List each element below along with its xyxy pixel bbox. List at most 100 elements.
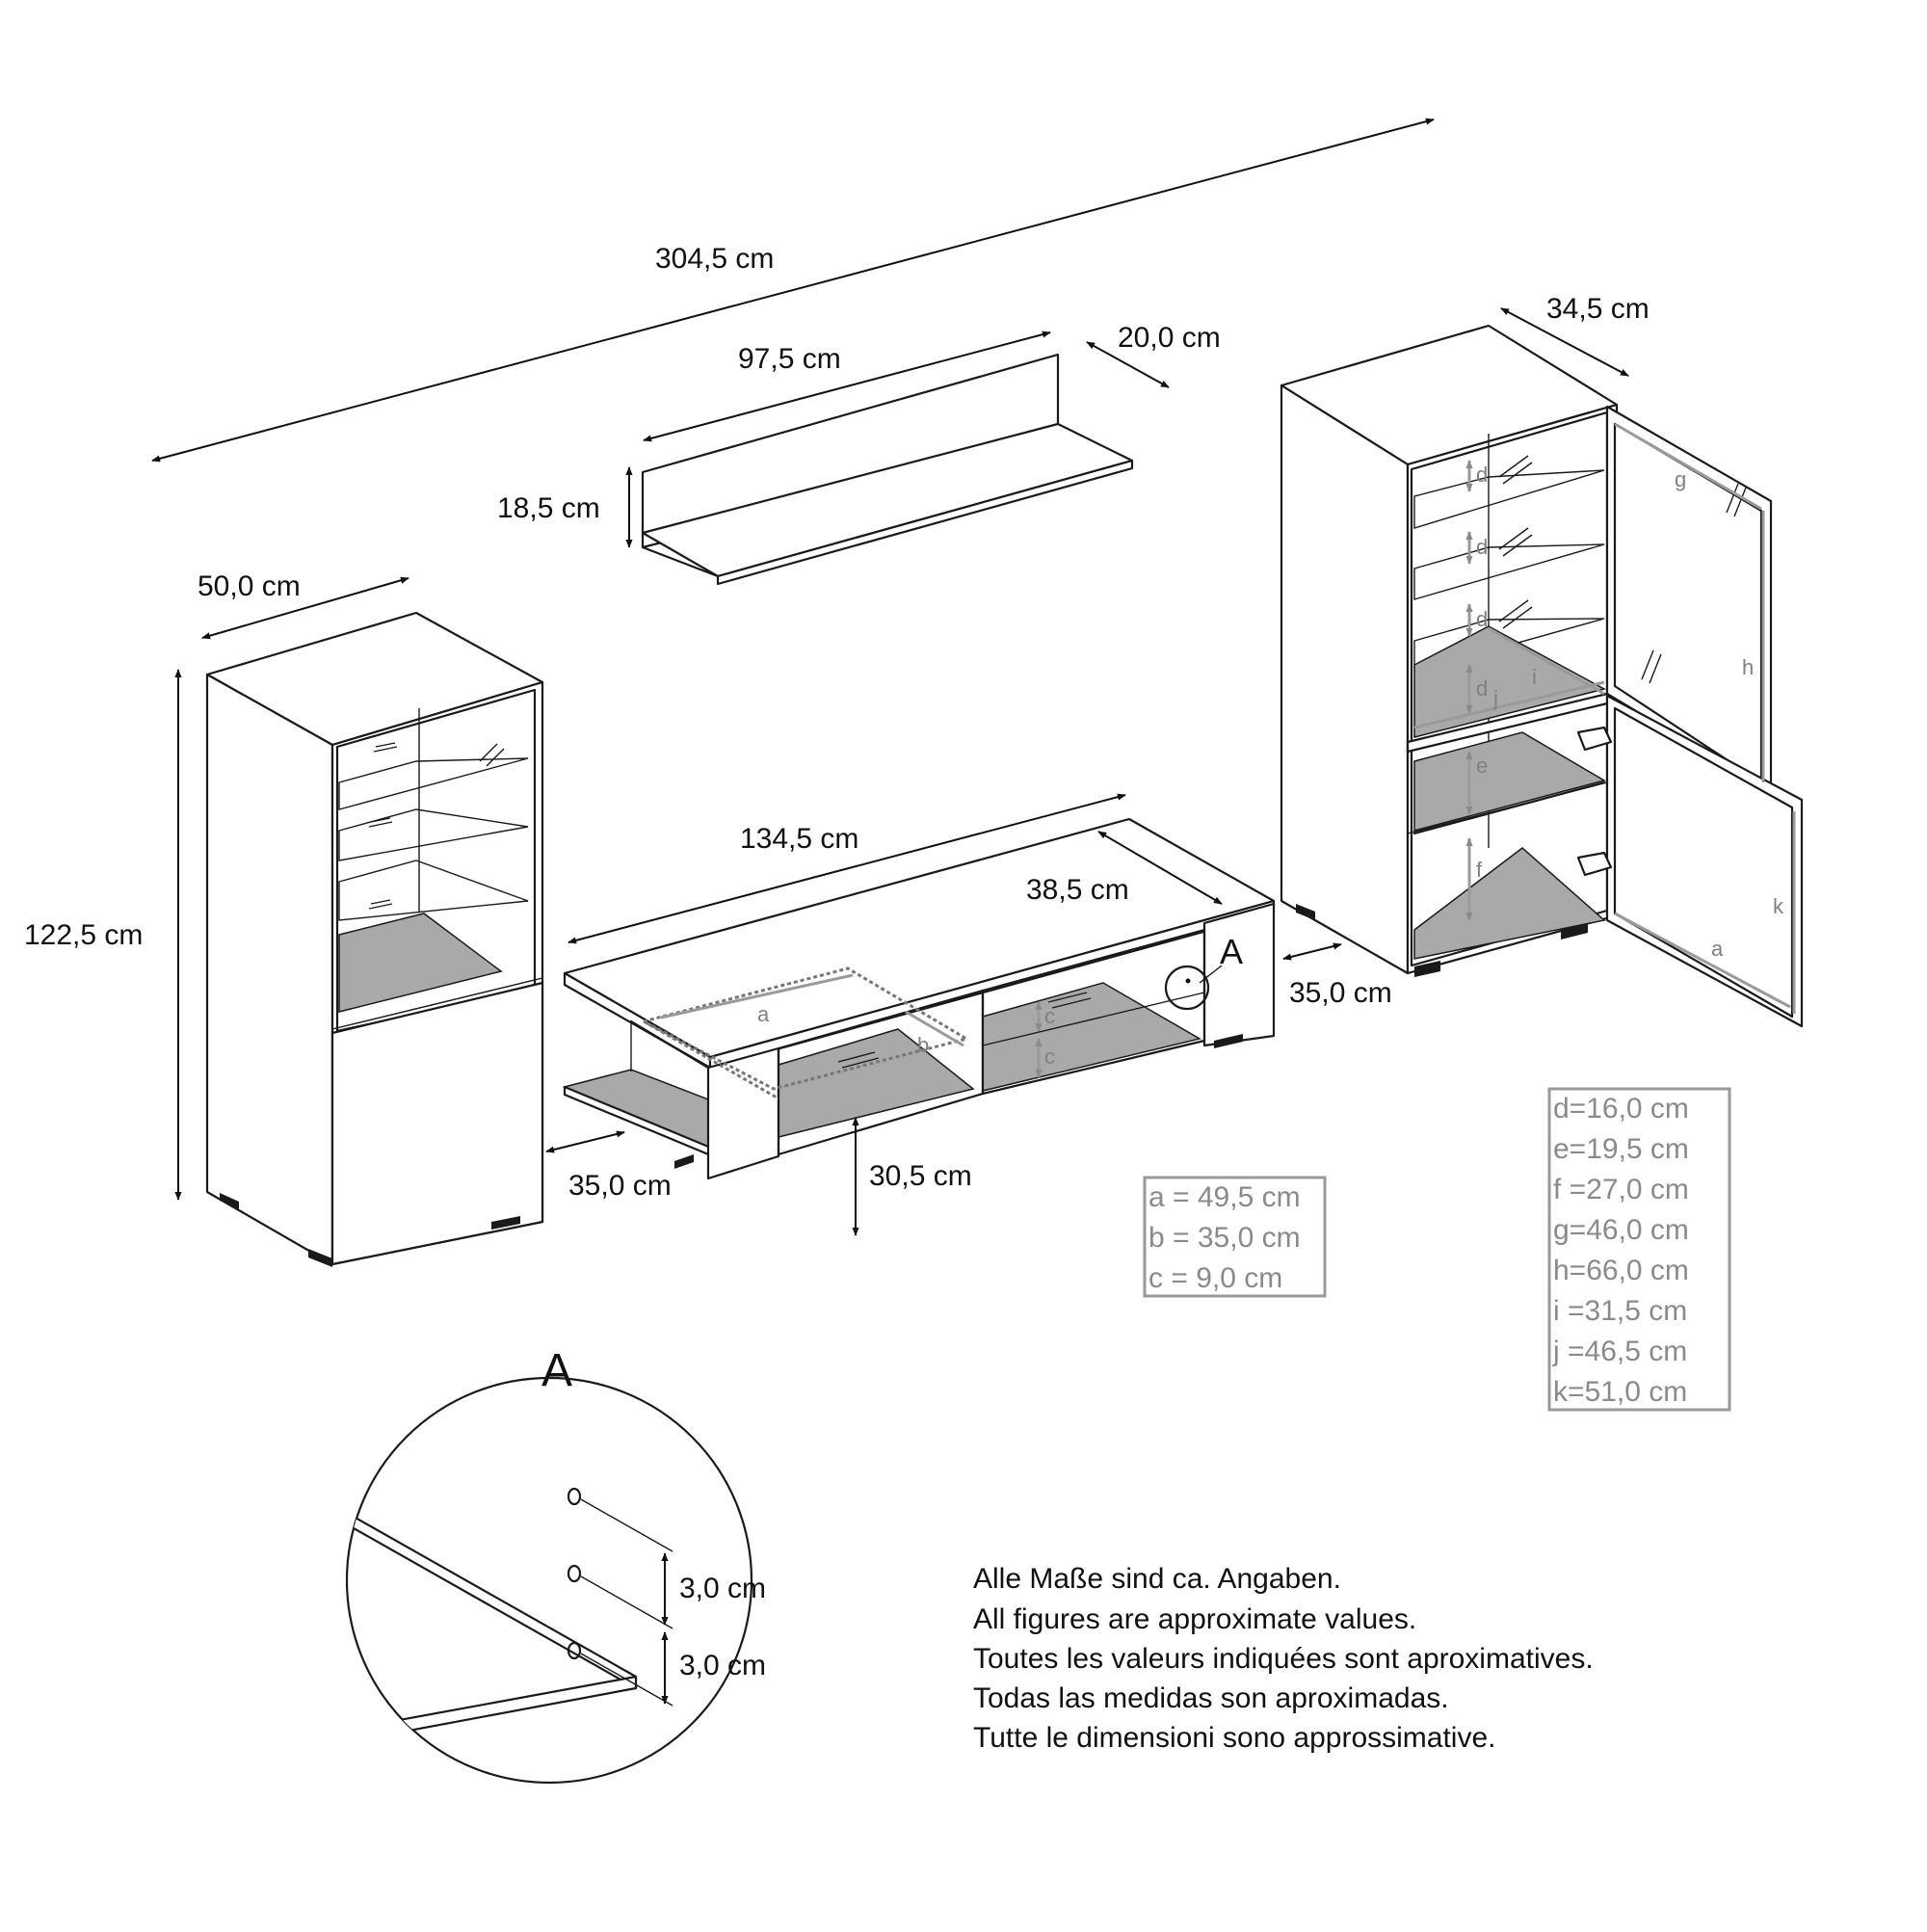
right-lower-door-inner bbox=[1613, 706, 1794, 1019]
left-cabinet-width-label: 50,0 cm bbox=[198, 570, 301, 602]
tv-dim-a-line bbox=[660, 973, 854, 1019]
right-hinge-lower bbox=[1576, 851, 1613, 877]
tv-width-arrow bbox=[568, 793, 1126, 944]
detail-leader-2 bbox=[580, 1575, 673, 1629]
tv-legend: a = 49,5 cm b = 35,0 cm c = 9,0 cm bbox=[1143, 1176, 1327, 1298]
wall-shelf: 97,5 cm 20,0 cm 18,5 cm bbox=[497, 322, 1221, 586]
detail-hole-2 bbox=[567, 1564, 582, 1583]
cabinet-legend-box bbox=[1547, 1087, 1731, 1412]
left-cabinet-side bbox=[205, 673, 334, 1266]
cab-letter-f: f bbox=[1476, 858, 1483, 882]
left-cabinet-foot-1 bbox=[220, 1193, 239, 1209]
left-glass-shelf-1 bbox=[338, 757, 529, 810]
right-hinge-upper bbox=[1576, 726, 1613, 752]
cabinet-legend-k: k=51,0 cm bbox=[1553, 1376, 1687, 1408]
right-glass-shelf-2 bbox=[1413, 543, 1605, 600]
tv-legend-a: a = 49,5 cm bbox=[1148, 1181, 1301, 1213]
cab-letter-h: h bbox=[1742, 655, 1754, 679]
right-glass-reflection-icon bbox=[1498, 455, 1533, 629]
dim-i-line bbox=[1488, 626, 1605, 696]
note-english: All figures are approximate values. bbox=[973, 1603, 1416, 1635]
detail-glass-top bbox=[347, 1511, 638, 1690]
right-glass-shelf-3 bbox=[1413, 618, 1605, 673]
right-lower-shelf bbox=[1413, 731, 1606, 832]
wall-shelf-edge bbox=[642, 545, 719, 578]
cabinet-legend-g: g=46,0 cm bbox=[1553, 1214, 1689, 1246]
tv-letter-b: b bbox=[917, 1033, 929, 1057]
overall-width-arrow bbox=[151, 118, 1435, 463]
tv-legend-c: c = 9,0 cm bbox=[1148, 1262, 1282, 1294]
detail-a-title: A bbox=[541, 1345, 572, 1396]
cabinet-legend-h: h=66,0 cm bbox=[1553, 1255, 1689, 1286]
tv-foot-2 bbox=[1214, 1034, 1243, 1048]
dim-a-door-line bbox=[1614, 912, 1791, 1009]
tv-width-label: 134,5 cm bbox=[740, 823, 858, 855]
right-lower-front bbox=[1407, 781, 1608, 834]
tv-drawer-side bbox=[643, 1019, 779, 1100]
cab-letter-a: a bbox=[1711, 937, 1724, 961]
cab-letter-d1: d bbox=[1476, 463, 1488, 487]
wall-shelf-front-edge bbox=[716, 459, 1134, 586]
cabinet-legend-j: j =46,5 cm bbox=[1552, 1336, 1687, 1367]
cabinet-legend-i: i =31,5 cm bbox=[1553, 1295, 1687, 1327]
tv-glass-reflection-icon bbox=[837, 992, 1092, 1069]
dim-g-line bbox=[1614, 422, 1762, 511]
detail-a-marker-dot bbox=[1185, 978, 1191, 984]
right-cabinet-side bbox=[1280, 384, 1410, 975]
cabinet-legend-f: f =27,0 cm bbox=[1553, 1174, 1689, 1205]
right-lower-edge bbox=[1412, 781, 1606, 835]
left-cabinet-door bbox=[330, 981, 544, 1266]
shelf-depth-arrow bbox=[1086, 341, 1170, 388]
right-gap-label: 35,0 cm bbox=[1289, 977, 1392, 1009]
shelf-height-label: 18,5 cm bbox=[497, 492, 600, 524]
tv-lowboard: a b c c A 134,5 cm 38,5 cm 30,5 cm 35,0 … bbox=[562, 793, 1392, 1236]
tv-depth-arrow bbox=[1097, 831, 1223, 905]
tv-letter-c2: c bbox=[1044, 1045, 1055, 1069]
shelf-width-label: 97,5 cm bbox=[738, 343, 841, 375]
detail-a-leader bbox=[1199, 965, 1223, 984]
right-bottom-shelf bbox=[1413, 847, 1606, 960]
detail-hole-1 bbox=[567, 1487, 582, 1506]
right-cabinet-foot-3 bbox=[1296, 904, 1315, 920]
left-gap-label: 35,0 cm bbox=[568, 1170, 672, 1202]
tv-left-back bbox=[629, 1019, 710, 1070]
detail-a-content bbox=[347, 1511, 638, 1744]
note-french: Toutes les valeurs indiquées sont aproxi… bbox=[973, 1643, 1594, 1675]
shelf-width-arrow bbox=[643, 331, 1051, 442]
note-italian: Tutte le dimensioni sono approssimative. bbox=[973, 1722, 1496, 1754]
left-cabinet-foot-2 bbox=[308, 1249, 332, 1267]
tv-legend-box bbox=[1143, 1176, 1327, 1298]
left-glass-door-reflection-icon bbox=[479, 743, 505, 767]
tv-foot-1 bbox=[674, 1154, 694, 1169]
cab-letter-j: j bbox=[1492, 686, 1498, 710]
tv-letter-c1: c bbox=[1044, 1004, 1055, 1028]
cab-letter-i: i bbox=[1532, 665, 1537, 689]
tv-right-compartment bbox=[981, 928, 1206, 1096]
cab-letter-d3: d bbox=[1476, 607, 1488, 631]
tv-height-label: 30,5 cm bbox=[869, 1160, 972, 1192]
right-cabinet-depth-arrow bbox=[1500, 307, 1629, 377]
left-cabinet-foot-3 bbox=[491, 1216, 520, 1230]
tv-glass-shelf bbox=[982, 992, 1205, 1046]
note-spanish: Todas las medidas son aproximadas. bbox=[973, 1682, 1449, 1714]
left-glass-shelf-2 bbox=[338, 808, 529, 861]
tv-right-shelf bbox=[982, 982, 1201, 1092]
overall-width-label: 304,5 cm bbox=[655, 243, 774, 275]
right-lower-door bbox=[1605, 694, 1804, 1028]
tv-right-side bbox=[1202, 902, 1276, 1047]
detail-a: A 3,0 cm 3,0 cm bbox=[345, 1345, 766, 1785]
right-cabinet: d d d d e f g h i j k a 34,5 cm bbox=[1280, 293, 1804, 1028]
cab-letter-d4: d bbox=[1476, 676, 1488, 701]
approximate-values-notes: Alle Maße sind ca. Angaben. All figures … bbox=[973, 1563, 1594, 1754]
right-door-glass-reflection-icon bbox=[1641, 483, 1747, 684]
right-cabinet-foot-2 bbox=[1561, 923, 1588, 940]
right-cabinet-depth-label: 34,5 cm bbox=[1546, 293, 1650, 325]
left-glass-shelf-3 bbox=[338, 860, 529, 921]
left-cabinet: 50,0 cm 122,5 cm 35,0 cm bbox=[24, 570, 672, 1267]
dim-j-line bbox=[1413, 680, 1605, 729]
detail-hole-3 bbox=[567, 1641, 582, 1660]
shelf-depth-label: 20,0 cm bbox=[1118, 322, 1221, 354]
detail-a-marker-label: A bbox=[1220, 932, 1243, 971]
